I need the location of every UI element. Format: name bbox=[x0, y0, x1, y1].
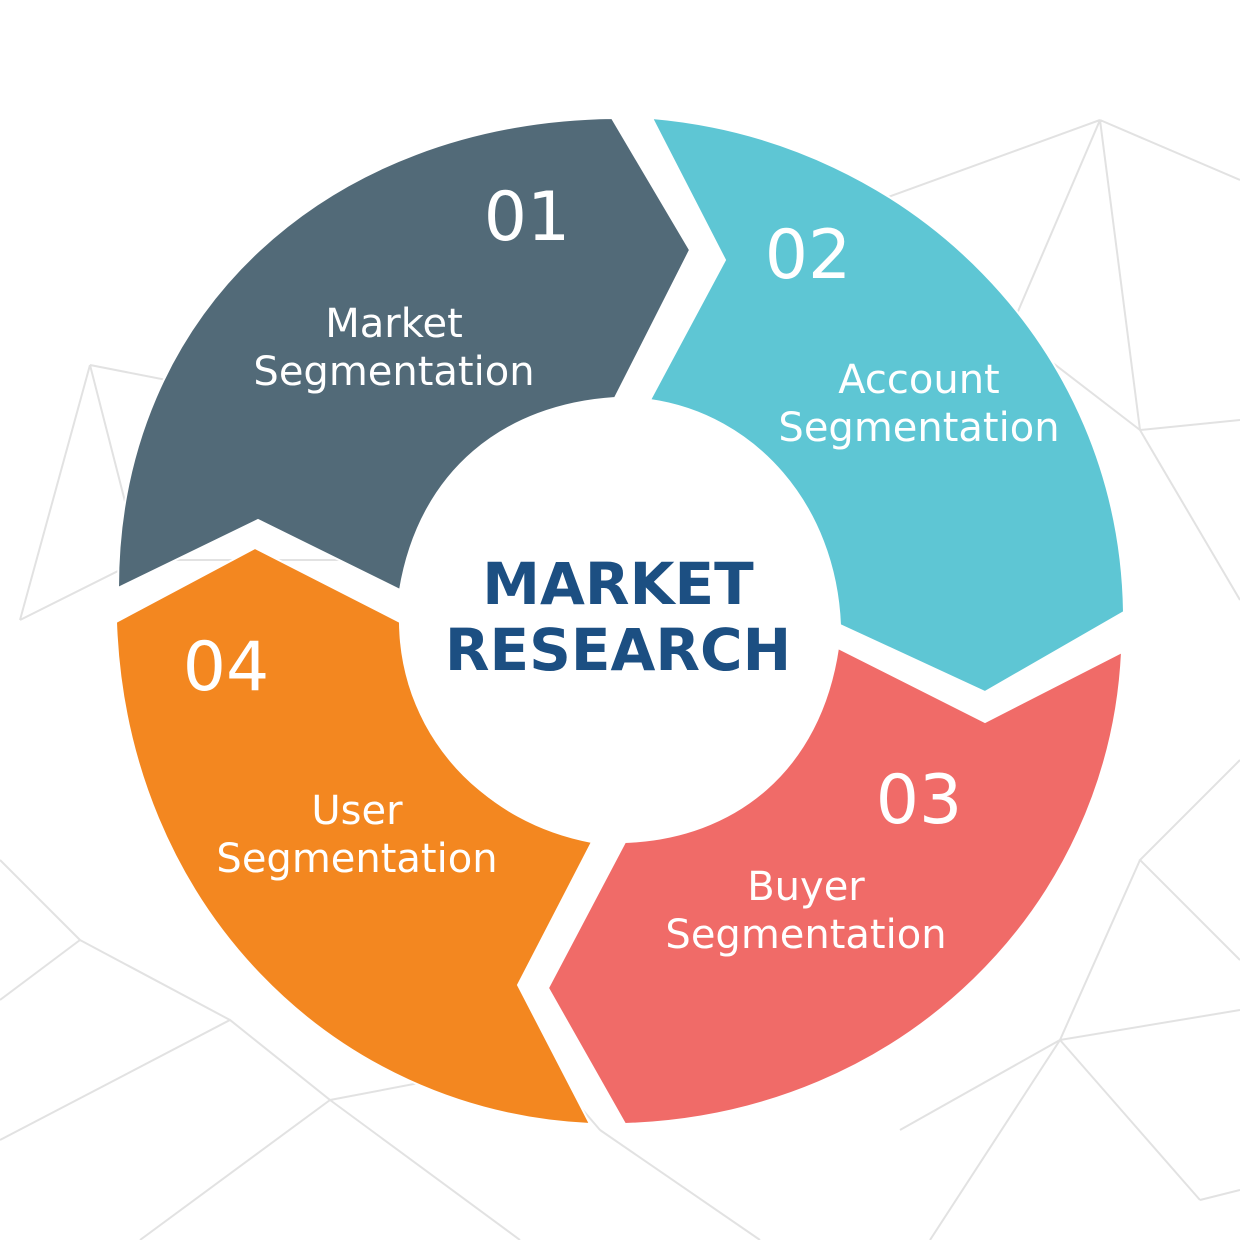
segment-01-label-line-2: Segmentation bbox=[253, 349, 534, 395]
segment-02-number: 02 bbox=[765, 216, 852, 295]
segment-01-number: 01 bbox=[484, 178, 571, 257]
segment-03-number: 03 bbox=[876, 761, 963, 840]
segment-01-label-line-1: Market bbox=[325, 301, 463, 347]
segment-03-shape bbox=[546, 646, 1124, 1126]
segment-03-label-line-1: Buyer bbox=[747, 864, 865, 910]
segment-04-label-line-1: User bbox=[311, 788, 403, 834]
segment-02-shape bbox=[648, 116, 1126, 694]
center-title-line-1: MARKET bbox=[482, 550, 754, 618]
segment-01-shape bbox=[116, 116, 692, 592]
segment-02-label-line-1: Account bbox=[838, 357, 1000, 403]
segment-04-label-line-2: Segmentation bbox=[216, 836, 497, 882]
segment-04-number: 04 bbox=[183, 628, 270, 707]
ring-segments bbox=[114, 116, 1126, 1126]
center-circle bbox=[399, 402, 837, 840]
segment-03-label-line-2: Segmentation bbox=[665, 912, 946, 958]
segment-02-label-line-2: Segmentation bbox=[778, 405, 1059, 451]
center-title-line-2: RESEARCH bbox=[445, 616, 791, 684]
